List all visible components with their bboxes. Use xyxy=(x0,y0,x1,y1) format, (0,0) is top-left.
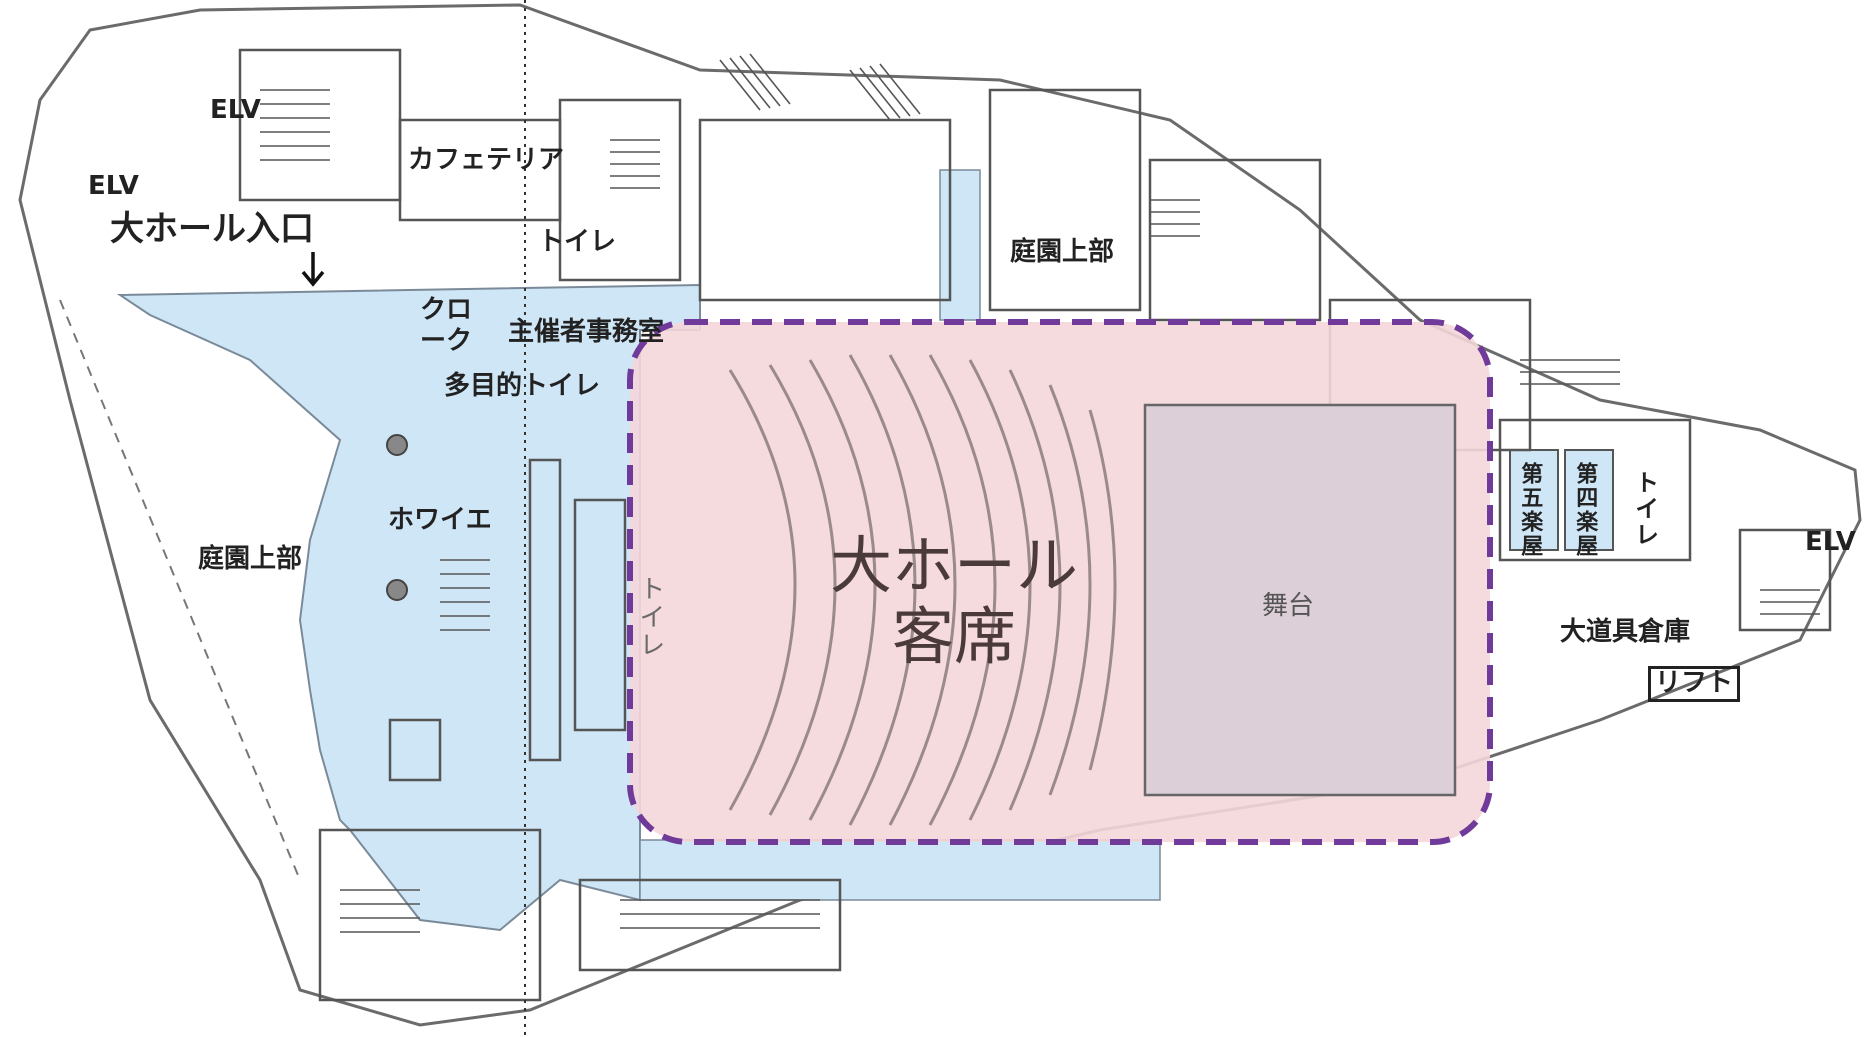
elv-top-label: ELV xyxy=(210,95,261,125)
hall-seating-line2: 客席 xyxy=(892,600,1017,674)
corridor-top xyxy=(939,169,981,321)
columns xyxy=(386,434,408,601)
cloak-label-line2: ーク xyxy=(420,326,473,357)
toilet-top-label: トイレ xyxy=(538,227,617,257)
stage-label: 舞台 xyxy=(1262,591,1315,621)
lift-label: リフト xyxy=(1648,666,1741,702)
dressing-room-4-label: 第四楽屋 xyxy=(1572,462,1598,558)
hall-seating-line1: 大ホール xyxy=(830,529,1079,602)
arrow-down-icon xyxy=(301,252,325,287)
cloak-label: クロ ーク xyxy=(420,295,472,357)
elv-left-label: ELV xyxy=(88,171,139,201)
dressing-room-5-area xyxy=(1509,449,1559,551)
corridor-bottom xyxy=(639,839,1161,901)
dressing-room-5-label: 第五楽屋 xyxy=(1517,462,1543,558)
elv-right-label: ELV xyxy=(1805,527,1856,557)
large-props-storage-label: 大道具倉庫 xyxy=(1560,617,1691,647)
cafeteria-label: カフェテリア xyxy=(408,145,565,175)
foyer-label: ホワイエ xyxy=(388,505,492,535)
garden-upper-left-label: 庭園上部 xyxy=(198,544,303,574)
stairs xyxy=(260,53,1820,933)
hall-seating-label: 大ホール 客席 xyxy=(830,530,1078,673)
toilet-vertical-label: トイレ xyxy=(634,575,665,659)
dressing-room-4-area xyxy=(1564,449,1614,551)
foyer-walls xyxy=(388,458,627,782)
hall-entrance-label: 大ホール入口 xyxy=(110,209,314,249)
foyer-area xyxy=(116,283,701,932)
cloak-label-line1: クロ xyxy=(420,295,473,325)
organizer-office-label: 主催者事務室 xyxy=(508,317,665,347)
seating-rows xyxy=(728,354,1117,826)
toilet-right-label: トイレ xyxy=(1630,470,1659,548)
multipurpose-toilet-label: 多目的トイレ xyxy=(444,371,601,401)
garden-boundary xyxy=(59,299,301,881)
garden-upper-top-label: 庭園上部 xyxy=(1010,237,1115,267)
stage-area xyxy=(1143,403,1457,797)
